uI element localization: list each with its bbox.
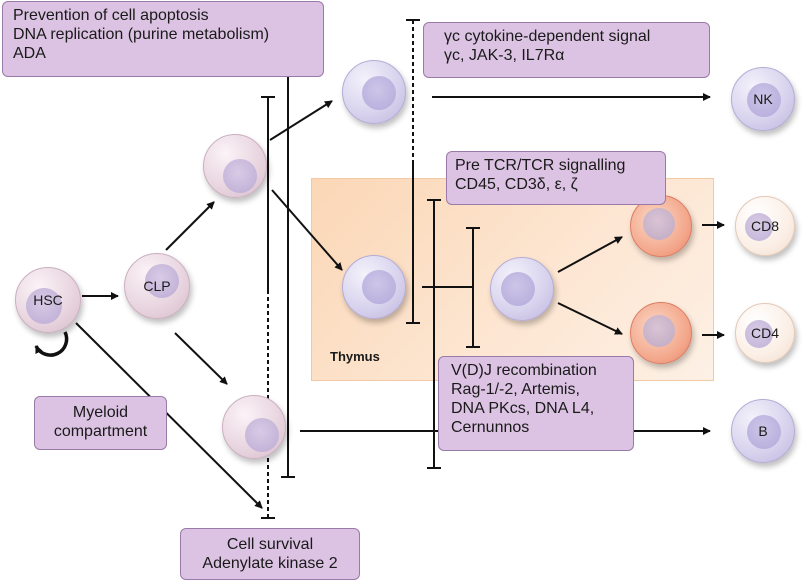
cell-nucleus xyxy=(362,270,396,304)
cell-nucleus xyxy=(223,159,257,193)
cell-nucleus xyxy=(245,418,279,452)
cell-nucleus xyxy=(745,213,773,241)
cell-nk-precursor xyxy=(342,60,406,124)
cell-label-cd4: CD4 xyxy=(750,325,779,341)
cell-label-clp: CLP xyxy=(143,278,171,294)
tcr-signalling-annotation-box: Pre TCR/TCR signalling CD45, CD3δ, ε, ζ xyxy=(446,151,666,205)
cell-nucleus xyxy=(26,288,62,324)
cell-b: B xyxy=(731,399,795,463)
gamma-c-annotation-box: γc cytokine-dependent signal γc, JAK-3, … xyxy=(423,22,710,78)
arrow-clp-to-upper-progenitor xyxy=(165,201,215,251)
ada-annotation-box: Prevention of cell apoptosis DNA replica… xyxy=(2,1,324,77)
cell-cd4: CD4 xyxy=(735,303,795,363)
myeloid-compartment-box: Myeloid compartment xyxy=(34,396,167,450)
cell-nucleus xyxy=(745,320,773,348)
cell-label-b: B xyxy=(758,423,768,439)
cell-nucleus xyxy=(747,83,781,117)
arrow-dp-to-cd8-precursor xyxy=(557,236,623,273)
cell-double-positive xyxy=(490,257,554,321)
arrow-hsc-to-ak2 xyxy=(75,322,263,509)
vdj-recombination-annotation-box: V(D)J recombination Rag-1/-2, Artemis, D… xyxy=(438,356,634,451)
cell-nucleus xyxy=(747,415,781,449)
arrow-to-nk-precursor xyxy=(269,100,333,141)
cell-thymocyte xyxy=(342,255,406,319)
cell-hsc: HSC xyxy=(15,267,81,333)
cell-nucleus xyxy=(362,76,396,110)
cell-nk: NK xyxy=(731,67,795,131)
arrow-dp-to-cd4-precursor xyxy=(557,302,623,335)
cell-clp: CLP xyxy=(124,253,190,319)
cell-lower-lymphoid-progenitor xyxy=(222,395,286,459)
cell-nucleus xyxy=(501,272,535,306)
cell-label-hsc: HSC xyxy=(33,292,63,308)
cell-nucleus xyxy=(643,208,675,240)
cell-cd8-precursor xyxy=(630,195,692,257)
cell-label-cd8: CD8 xyxy=(750,218,779,234)
cell-label-nk: NK xyxy=(753,91,773,107)
thymus-label: Thymus xyxy=(330,349,380,364)
adenylate-kinase-annotation-box: Cell survival Adenylate kinase 2 xyxy=(180,528,360,580)
arrow-clp-to-lower-progenitor xyxy=(174,332,228,385)
cell-cd8: CD8 xyxy=(735,196,795,256)
arrow-to-thymocyte xyxy=(271,189,343,271)
cell-upper-lymphoid-progenitor xyxy=(203,134,267,198)
cell-nucleus xyxy=(145,264,179,298)
self-renewal-arrow xyxy=(34,331,69,357)
cell-cd4-precursor xyxy=(630,302,692,364)
cell-nucleus xyxy=(643,315,675,347)
